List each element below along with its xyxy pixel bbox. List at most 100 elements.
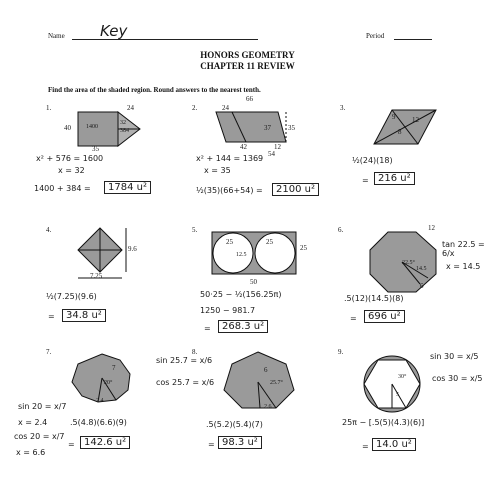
fig-label: 25 (226, 238, 233, 246)
fig-label: 8 (398, 128, 402, 136)
fig-label: 12 (412, 116, 419, 124)
work-line: 25π − [.5(5)(4.3)(6)] (342, 418, 425, 427)
work-line: = (350, 314, 357, 323)
problem-number: 7. (46, 348, 52, 356)
fig-label: 2.4 (96, 398, 104, 404)
shaded-heptagon (223, 351, 295, 409)
work-line: ½(35)(66+54) = (196, 186, 263, 195)
work-line: x = 2.4 (18, 418, 48, 427)
work-line: x² + 144 = 1369 (196, 154, 264, 163)
instructions: Find the area of the shaded region. Roun… (48, 86, 261, 94)
circle (254, 232, 296, 274)
work-line: ½(7.25)(9.6) (46, 292, 97, 301)
work-line: .5(4.8)(6.6)(9) (70, 418, 127, 427)
figure-heptagon (223, 351, 295, 409)
work-line: = (68, 440, 75, 449)
figure-rectangle-circles (211, 231, 297, 275)
work-line: tan 22.5 = 6/x (442, 240, 485, 258)
work-line: sin 30 = x/5 (430, 352, 479, 361)
fig-label: 5 (396, 392, 399, 398)
fig-label: 14.5 (416, 266, 427, 272)
problem-number: 2. (192, 104, 198, 112)
figure-rectangle-triangle (77, 110, 141, 148)
problem-number: 9. (338, 348, 344, 356)
name-line (72, 39, 258, 40)
fig-label: 2.6 (264, 404, 272, 410)
answer-box: 142.6 u² (80, 436, 131, 449)
fig-label: 384 (120, 128, 129, 134)
answer-box: 14.0 u² (372, 438, 416, 451)
worksheet-title: HONORS GEOMETRY (200, 50, 295, 60)
fig-label: 12 (274, 143, 281, 151)
fig-label: 25.7° (270, 380, 283, 386)
fig-label: 40 (64, 124, 71, 132)
problem-number: 5. (192, 226, 198, 234)
fig-label: 25 (300, 244, 307, 252)
fig-label: 6 (420, 282, 424, 290)
worksheet-subtitle: CHAPTER 11 REVIEW (200, 61, 295, 71)
problem-number: 4. (46, 226, 52, 234)
work-line: cos 20 = x/7 (14, 432, 65, 441)
fig-label: 42 (240, 143, 247, 151)
shaded-octagon (369, 231, 437, 293)
work-line: 1250 − 981.7 (200, 306, 256, 315)
answer-box: 34.8 u² (62, 309, 106, 322)
shaded-trapezoid (215, 111, 287, 143)
work-line: 50·25 − ½(156.25π) (200, 290, 282, 299)
work-line: sin 25.7 = x/6 (156, 356, 213, 365)
fig-label: 12 (428, 224, 435, 232)
fig-label: 24 (222, 104, 229, 112)
problem-number: 6. (338, 226, 344, 234)
figure-trapezoid (215, 111, 287, 143)
fig-label: 1400 (86, 124, 98, 130)
work-line: = (48, 312, 55, 321)
fig-label: 12.5 (236, 252, 247, 258)
work-line: 1400 + 384 = (34, 184, 91, 193)
work-line: x = 14.5 (446, 262, 481, 271)
fig-label: 9.6 (128, 245, 137, 253)
shaded-nonagon (71, 353, 131, 403)
answer-box: 98.3 u² (218, 436, 262, 449)
answer-box: 216 u² (374, 172, 415, 185)
fig-label: 50 (250, 278, 257, 286)
answer-box: 696 u² (364, 310, 405, 323)
work-line: = (362, 176, 369, 185)
problem-number: 8. (192, 348, 198, 356)
circle (212, 232, 254, 274)
fig-label: 7.25 (90, 272, 103, 280)
fig-label: 22.5° (402, 260, 415, 266)
name-value: Key (100, 22, 128, 40)
work-line: = (204, 324, 211, 333)
fig-label: 37 (264, 124, 271, 132)
fig-label: 6 (264, 366, 268, 374)
work-line: .5(12)(14.5)(8) (344, 294, 404, 303)
work-line: sin 20 = x/7 (18, 402, 67, 411)
answer-box: 1784 u² (104, 181, 151, 194)
fig-label: 24 (127, 104, 134, 112)
work-line: cos 25.7 = x/6 (156, 378, 215, 387)
fig-label: 9 (392, 113, 396, 121)
fig-label: 35 (92, 145, 99, 153)
fig-label: 32 (120, 120, 126, 126)
fig-label: 66 (246, 95, 253, 103)
shaded-rectangle (77, 111, 119, 147)
work-line: ½(24)(18) (352, 156, 393, 165)
answer-box: 2100 u² (272, 183, 319, 196)
work-line: cos 30 = x/5 (432, 374, 483, 383)
period-label: Period (366, 32, 385, 40)
problem-number: 1. (46, 104, 52, 112)
fig-label: 30° (398, 374, 407, 380)
work-line: x² + 576 = 1600 (36, 154, 104, 163)
fig-label: 7 (112, 364, 116, 372)
period-line (394, 39, 432, 40)
figure-circle-hexagon (363, 355, 421, 413)
figure-octagon (369, 231, 437, 293)
work-line: = (208, 440, 215, 449)
problem-number: 3. (340, 104, 346, 112)
answer-box: 268.3 u² (218, 320, 269, 333)
fig-label: 54 (268, 150, 275, 158)
name-label: Name (48, 32, 65, 40)
work-line: x = 6.6 (16, 448, 46, 457)
work-line: x = 35 (204, 166, 231, 175)
figure-nonagon (71, 353, 131, 403)
